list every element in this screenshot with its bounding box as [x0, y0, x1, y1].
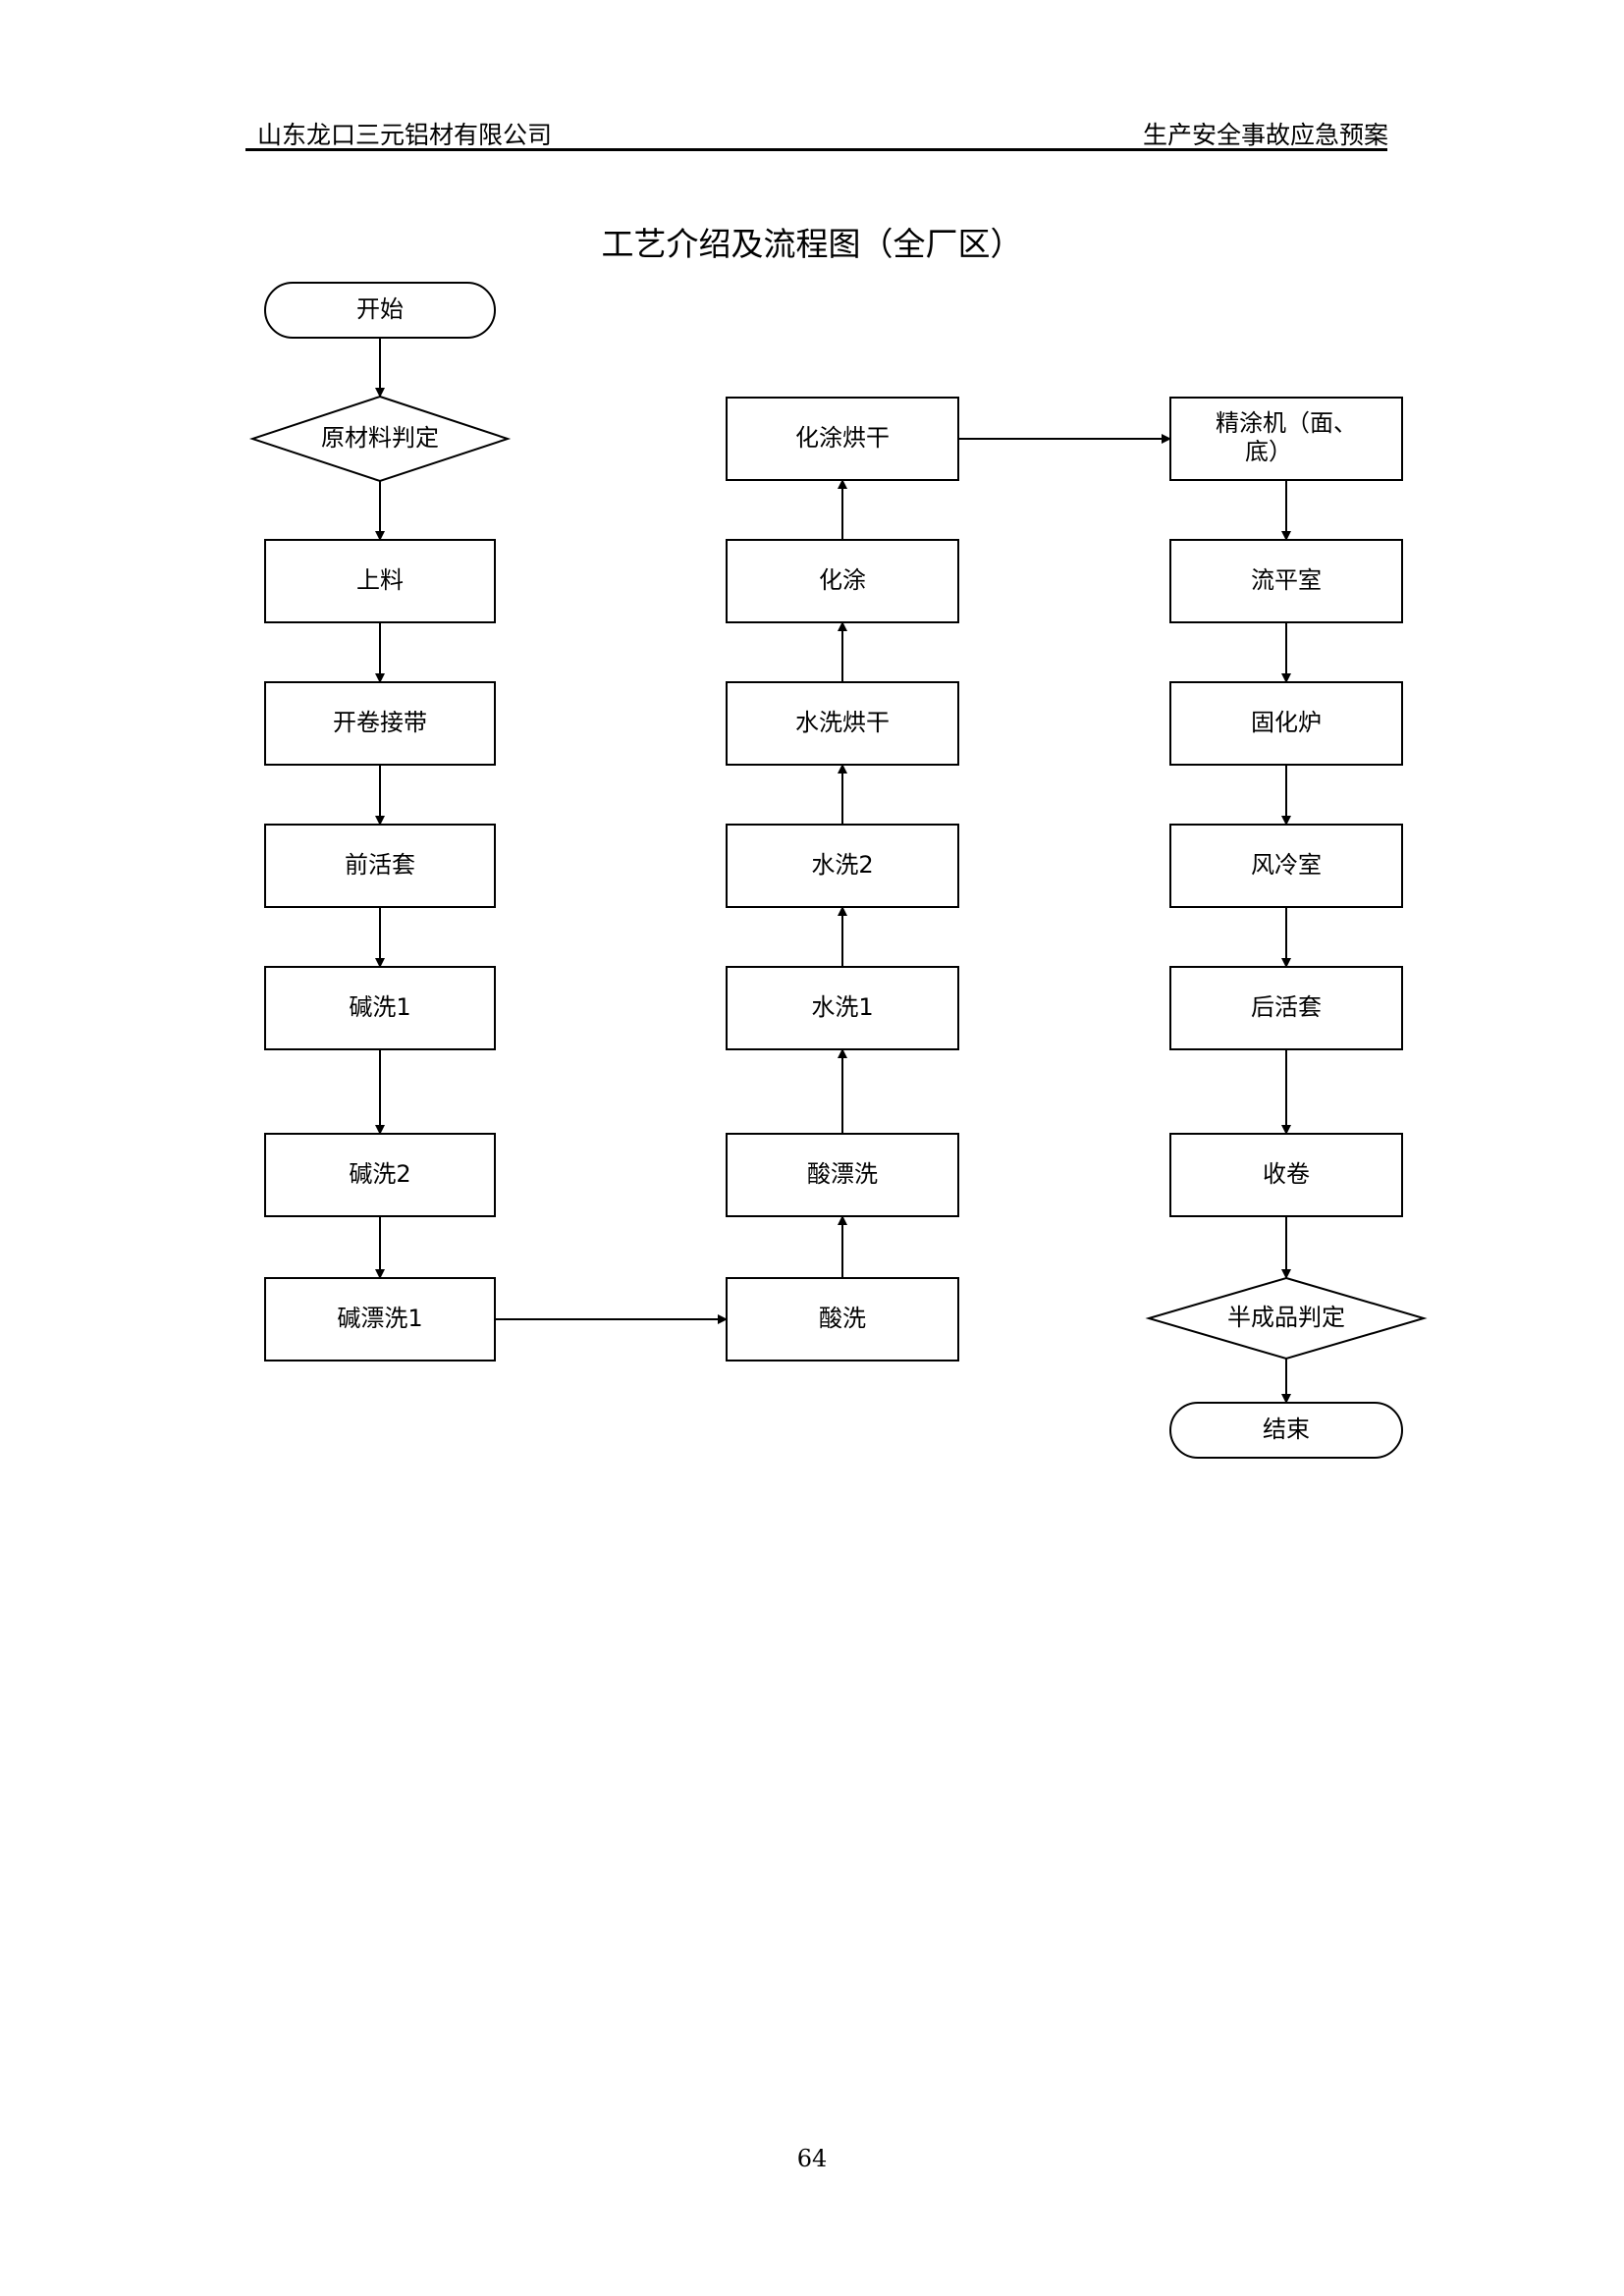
label-chem-coat: 化涂 — [819, 566, 866, 594]
label-end: 结束 — [1263, 1415, 1310, 1443]
label-air-cooling-room: 风冷室 — [1251, 851, 1322, 879]
label-water-wash-2: 水洗2 — [811, 851, 873, 879]
label-chem-coat-dry: 化涂烘干 — [795, 424, 890, 452]
label-start: 开始 — [356, 295, 404, 323]
header-company: 山东龙口三元铝材有限公司 — [257, 121, 553, 149]
label-recoiling: 收卷 — [1263, 1160, 1310, 1188]
label-rear-accumulator: 后活套 — [1251, 993, 1322, 1021]
label-curing-oven: 固化炉 — [1251, 709, 1322, 736]
label-raw-material-check: 原材料判定 — [321, 424, 439, 452]
label-fine-coater-line1: 精涂机（面、 — [1216, 409, 1357, 437]
header-document-title: 生产安全事故应急预案 — [1142, 121, 1388, 149]
label-leveling-room: 流平室 — [1251, 566, 1322, 594]
label-water-wash-1: 水洗1 — [811, 993, 873, 1021]
header-rule — [245, 148, 1387, 151]
label-water-dry: 水洗烘干 — [795, 709, 890, 736]
label-loading: 上料 — [356, 566, 404, 594]
label-alkali-wash-1: 碱洗1 — [349, 993, 410, 1021]
label-fine-coater-line2: 底） — [1245, 438, 1292, 465]
label-alkali-rinse-1: 碱漂洗1 — [337, 1305, 422, 1332]
label-front-accumulator: 前活套 — [345, 851, 415, 879]
label-semi-product-check: 半成品判定 — [1227, 1304, 1345, 1331]
label-acid-wash: 酸洗 — [819, 1305, 866, 1332]
label-acid-rinse: 酸漂洗 — [807, 1160, 878, 1188]
label-alkali-wash-2: 碱洗2 — [349, 1160, 410, 1188]
page-title: 工艺介绍及流程图（全厂区） — [601, 225, 1023, 263]
page-number: 64 — [796, 2145, 828, 2172]
label-uncoil-splice: 开卷接带 — [333, 709, 427, 736]
